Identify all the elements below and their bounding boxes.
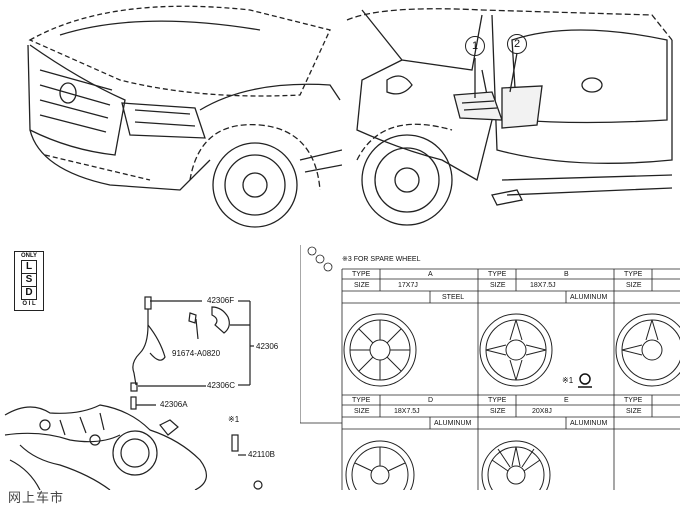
front-vehicle-drawing	[0, 0, 342, 240]
type-label-d: TYPE	[352, 397, 371, 404]
material-a: STEEL	[442, 294, 465, 301]
type-label-e: TYPE	[488, 397, 507, 404]
size-label-d: SIZE	[354, 408, 370, 415]
size-label-f: SIZE	[626, 408, 642, 415]
size-label-a: SIZE	[354, 282, 370, 289]
material-b: ALUMINUM	[570, 294, 608, 301]
spare-wheel-note: ※3 FOR SPARE WHEEL	[342, 256, 421, 263]
part-label-42306a: 42306A	[160, 400, 188, 409]
type-value-a: A	[428, 271, 433, 278]
lsd-badge-bottom: O I L	[22, 301, 36, 307]
wheel-type-table: ※3 FOR SPARE WHEEL TYPE A SIZE 17X7J STE…	[300, 245, 680, 490]
lsd-letter-l: L	[21, 260, 37, 274]
callout-2-label: 2	[513, 38, 521, 50]
size-value-a: 17X7J	[398, 282, 418, 289]
watermark: 网上车市	[8, 491, 65, 506]
size-value-b: 18X7.5J	[530, 282, 556, 289]
part-label-42306f: 42306F	[207, 296, 235, 305]
type-label-a: TYPE	[352, 271, 371, 278]
type-label-f: TYPE	[624, 397, 643, 404]
type-label-c: TYPE	[624, 271, 643, 278]
hose-and-axle-lineart	[4, 296, 263, 490]
lsd-letter-s: S	[21, 274, 37, 287]
type-label-b: TYPE	[488, 271, 507, 278]
material-e: ALUMINUM	[570, 420, 608, 427]
front-vehicle-lineart	[27, 5, 342, 228]
size-value-e: 20X8J	[532, 408, 552, 415]
size-label-b: SIZE	[490, 282, 506, 289]
wheel-table-grid	[300, 245, 680, 490]
lsd-letter-d: D	[21, 287, 37, 300]
note-spare-mark: ※1	[562, 376, 574, 385]
callout-1-label: 1	[471, 40, 479, 52]
type-value-d: D	[428, 397, 434, 404]
parts-diagram: ONLY L S D O I L	[0, 245, 300, 490]
callout-2: 2	[507, 34, 527, 54]
lsd-oil-badge: ONLY L S D O I L	[14, 251, 44, 311]
size-label-e: SIZE	[490, 408, 506, 415]
type-value-e: E	[564, 397, 569, 404]
part-label-42110b: 42110B	[248, 450, 275, 459]
size-label-c: SIZE	[626, 282, 642, 289]
rear-vehicle-lineart	[346, 8, 673, 226]
size-value-d: 18X7.5J	[394, 408, 420, 415]
part-label-42306: 42306	[256, 342, 279, 351]
callout-1: 1	[465, 36, 485, 56]
material-d: ALUMINUM	[434, 420, 472, 427]
type-value-b: B	[564, 271, 569, 278]
lsd-badge-top: ONLY	[20, 253, 38, 259]
note-mark: ※1	[228, 415, 240, 424]
part-label-42306c: 42306C	[207, 381, 236, 390]
rear-vehicle-drawing: 1 2	[342, 0, 680, 245]
part-label-91674-a0820: 91674-A0820	[172, 349, 221, 358]
